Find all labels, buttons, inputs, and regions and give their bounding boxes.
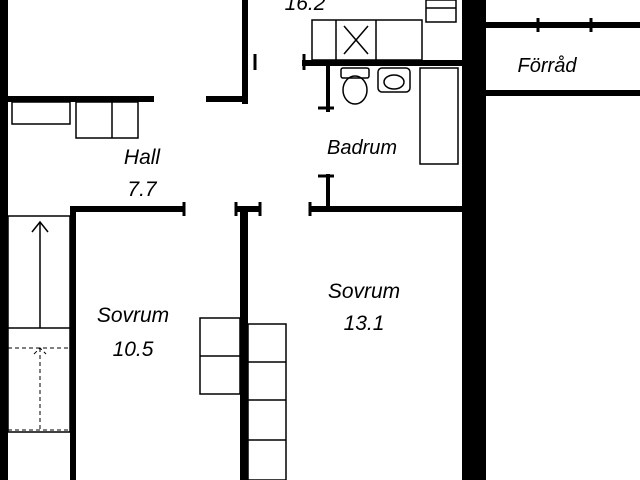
top-room-area: 16.2: [285, 0, 326, 15]
bathtub: [419, 67, 459, 165]
staircase: [7, 215, 71, 433]
wall-left-exterior: [0, 0, 8, 480]
kitchen-counter: [311, 19, 423, 61]
wall-bath-top: [302, 60, 462, 66]
toilet-tank: [340, 67, 370, 79]
toilet-bowl-icon: [342, 75, 368, 105]
sovrum-left-area: 10.5: [113, 338, 154, 361]
sovrum-left-label: Sovrum: [97, 304, 169, 327]
hall-shelf: [11, 101, 71, 125]
staircase-dashed: [8, 347, 70, 431]
wall-left-bedroom: [70, 206, 76, 480]
washbasin: [377, 67, 411, 93]
wall-hall-top-left: [8, 96, 154, 102]
hall-wardrobe: [75, 101, 139, 139]
forrad-label: Förråd: [518, 55, 578, 77]
wall-hall-top-right: [206, 96, 248, 102]
wall-top-room-right: [242, 0, 248, 104]
room-labels: 16.2 Förråd Badrum Hall 7.7 Sovrum 13.1 …: [97, 0, 578, 361]
wall-hall-bottom-right: [310, 206, 462, 212]
hall-area: 7.7: [127, 178, 158, 201]
wall-right-exterior: [462, 0, 486, 480]
hall-label: Hall: [124, 146, 162, 169]
fixtures: [7, 0, 459, 480]
door-jambs: [182, 18, 593, 216]
wall-storage-bottom: [486, 90, 640, 96]
wall-storage-top: [486, 22, 640, 28]
wall-bath-left-upper: [326, 66, 330, 112]
sovrum-right-area: 13.1: [344, 312, 385, 335]
wardrobe-right: [247, 323, 287, 480]
sovrum-right-label: Sovrum: [328, 280, 400, 303]
kitchen-cabinet: [425, 0, 457, 23]
wall-bedroom-divider: [240, 206, 248, 480]
wall-bath-left-lower: [326, 174, 330, 208]
badrum-label: Badrum: [327, 137, 397, 159]
wall-hall-bottom-left: [72, 206, 184, 212]
